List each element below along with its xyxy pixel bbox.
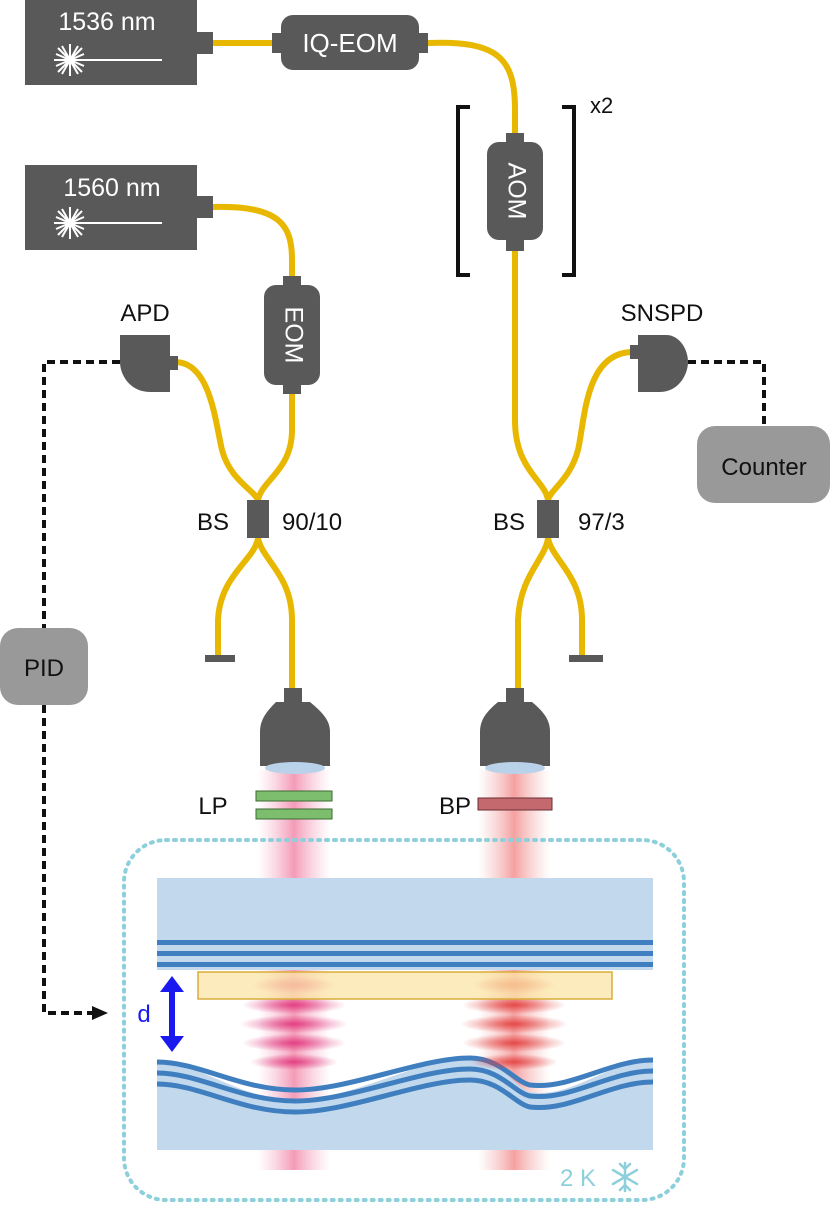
lp-filter-2 (255, 808, 333, 820)
fiber-termination-right (569, 655, 603, 662)
fiber-termination-left (205, 655, 235, 662)
temperature-label: 2 K (560, 1165, 596, 1192)
counter-box: Counter (697, 426, 830, 503)
eom-label: EOM (279, 307, 307, 364)
gap-arrow (160, 976, 184, 1052)
laser-1536: 1536 nm (25, 0, 213, 85)
laser-star-icon (54, 207, 162, 239)
aom-double-pass-bracket (456, 105, 576, 277)
membrane (197, 971, 613, 1000)
bs-left-label: BS (197, 509, 229, 536)
collimator-right (480, 688, 550, 774)
laser-star-icon (54, 44, 162, 76)
bp-filter (477, 797, 553, 811)
gap-label: d (137, 1001, 150, 1028)
aom: AOM (487, 133, 543, 251)
aom-label: AOM (502, 163, 530, 220)
bs-left-ratio: 90/10 (282, 509, 342, 536)
laser-1536-label: 1536 nm (58, 8, 155, 36)
fibers (172, 39, 636, 693)
iq-eom: IQ-EOM (272, 15, 428, 70)
laser-1560-label: 1560 nm (63, 174, 160, 202)
iq-eom-label: IQ-EOM (302, 28, 397, 58)
bottom-mirror (156, 1055, 654, 1150)
lp-filter-1 (255, 790, 333, 802)
cryostat-boundary (122, 838, 686, 1202)
cavity-mode-left (240, 976, 348, 1070)
feedback-arrow-head (92, 1006, 108, 1020)
bs-right-label: BS (493, 509, 525, 536)
eom: EOM (264, 276, 320, 394)
bp-label: BP (439, 793, 471, 820)
beam-splitter-right (537, 500, 559, 538)
apd-detector (120, 335, 178, 392)
beam-splitter-left (247, 500, 269, 538)
top-mirror (157, 878, 653, 970)
collimator-left (260, 688, 330, 774)
snspd-label: SNSPD (621, 300, 704, 327)
counter-label: Counter (721, 454, 806, 481)
snspd-detector (630, 335, 688, 392)
apd-label: APD (120, 300, 169, 327)
pid-box: PID (0, 628, 88, 705)
lp-label: LP (198, 793, 227, 820)
snowflake-icon (611, 1161, 639, 1193)
laser-1560: 1560 nm (25, 165, 213, 250)
pid-label: PID (24, 655, 64, 682)
bs-right-ratio: 97/3 (578, 509, 625, 536)
electrical-connections (42, 360, 766, 1015)
aom-repeat-label: x2 (590, 93, 613, 118)
